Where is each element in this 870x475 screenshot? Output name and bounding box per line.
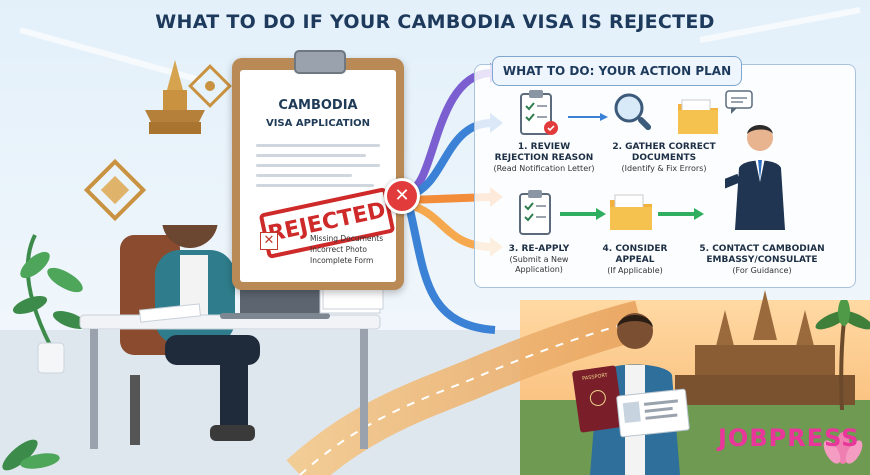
step-subtitle: (If Applicable): [607, 266, 663, 275]
step-title: 2. GATHER CORRECT: [612, 142, 716, 152]
text-line: [644, 406, 673, 413]
document-subtitle: VISA APPLICATION: [265, 118, 371, 129]
lotus-flower-icon: [823, 432, 863, 464]
passport-emblem-icon: [588, 388, 607, 408]
arrow-right-icon: [658, 208, 704, 220]
rejection-reasons: Missing Documents Incorrect Photo Incomp…: [310, 234, 450, 267]
ornament-icon: [83, 158, 147, 222]
step-title: REJECTION REASON: [494, 153, 594, 163]
step-consider-appeal: 4. CONSIDER APPEAL (If Applicable): [594, 244, 676, 276]
step-gather-correct-documents: 2. GATHER CORRECT DOCUMENTS (Identify & …: [604, 142, 724, 174]
step-subtitle: Application): [515, 265, 563, 274]
reason-item: Incomplete Form: [310, 256, 374, 265]
checklist-icon: [519, 190, 551, 235]
page-title: WHAT TO DO IF YOUR CAMBODIA VISA IS REJE…: [155, 11, 715, 33]
step-review-rejection-reason: 1. REVIEW REJECTION REASON (Read Notific…: [482, 142, 606, 174]
magnifier-icon: [614, 93, 652, 131]
desk-scene: [79, 225, 384, 449]
reason-item: Incorrect Photo: [310, 245, 368, 254]
text-line: [256, 154, 366, 157]
step-title: 3. RE-APPLY: [508, 244, 570, 254]
step-subtitle: (Submit a New: [509, 255, 569, 264]
step-title: APPEAL: [615, 255, 655, 265]
step-title: 5. CONTACT CAMBODIAN: [699, 244, 825, 254]
rejected-x-icon: ✕: [384, 178, 420, 214]
document-title: CAMBODIA: [278, 98, 358, 113]
brand-logo: JOBPRESS: [718, 424, 860, 452]
photo-icon: [622, 401, 641, 423]
visa-application-clipboard: CAMBODIA VISA APPLICATION REJECTED ✕ Mis…: [232, 50, 404, 290]
checklist-icon: [520, 90, 558, 135]
plant-icon: [2, 439, 60, 471]
step-re-apply: 3. RE-APPLY (Submit a New Application): [484, 244, 594, 275]
step-title: 4. CONSIDER: [602, 244, 668, 254]
reason-item: Missing Documents: [310, 234, 384, 243]
text-line: [256, 184, 374, 187]
ornament-icon: [188, 64, 232, 108]
step-title: EMBASSY/CONSULATE: [706, 255, 818, 265]
text-line: [256, 164, 380, 167]
text-line: [256, 144, 380, 147]
folder-icon: [610, 194, 652, 230]
palm-tree-icon: [815, 300, 870, 410]
step-contact-embassy: 5. CONTACT CAMBODIAN EMBASSY/CONSULATE (…: [676, 244, 848, 276]
angkor-temple-icon: [675, 290, 855, 405]
arrow-right-icon: [560, 208, 606, 220]
clipboard-clip-icon: [294, 50, 346, 74]
passport-label: PASSPORT: [581, 372, 609, 382]
speech-bubble-icon: [725, 90, 753, 114]
step-subtitle: (For Guidance): [732, 266, 792, 275]
text-line: [645, 413, 678, 420]
arrow-right-icon: [568, 113, 608, 121]
action-plan-header: WHAT TO DO: YOUR ACTION PLAN: [492, 56, 742, 86]
plant-icon: [12, 234, 88, 374]
text-line: [643, 399, 679, 406]
text-line: [256, 174, 352, 177]
x-mark-icon: ✕: [260, 232, 278, 250]
temple-icon: [145, 60, 205, 134]
step-title: 1. REVIEW: [517, 142, 571, 152]
step-title: DOCUMENTS: [631, 153, 697, 163]
step-subtitle: (Identify & Fix Errors): [621, 164, 707, 173]
folder-icon: [678, 99, 718, 134]
consulate-advisor-illustration: [725, 125, 785, 230]
step-subtitle: (Read Notification Letter): [493, 164, 595, 173]
visa-card: [615, 388, 691, 438]
